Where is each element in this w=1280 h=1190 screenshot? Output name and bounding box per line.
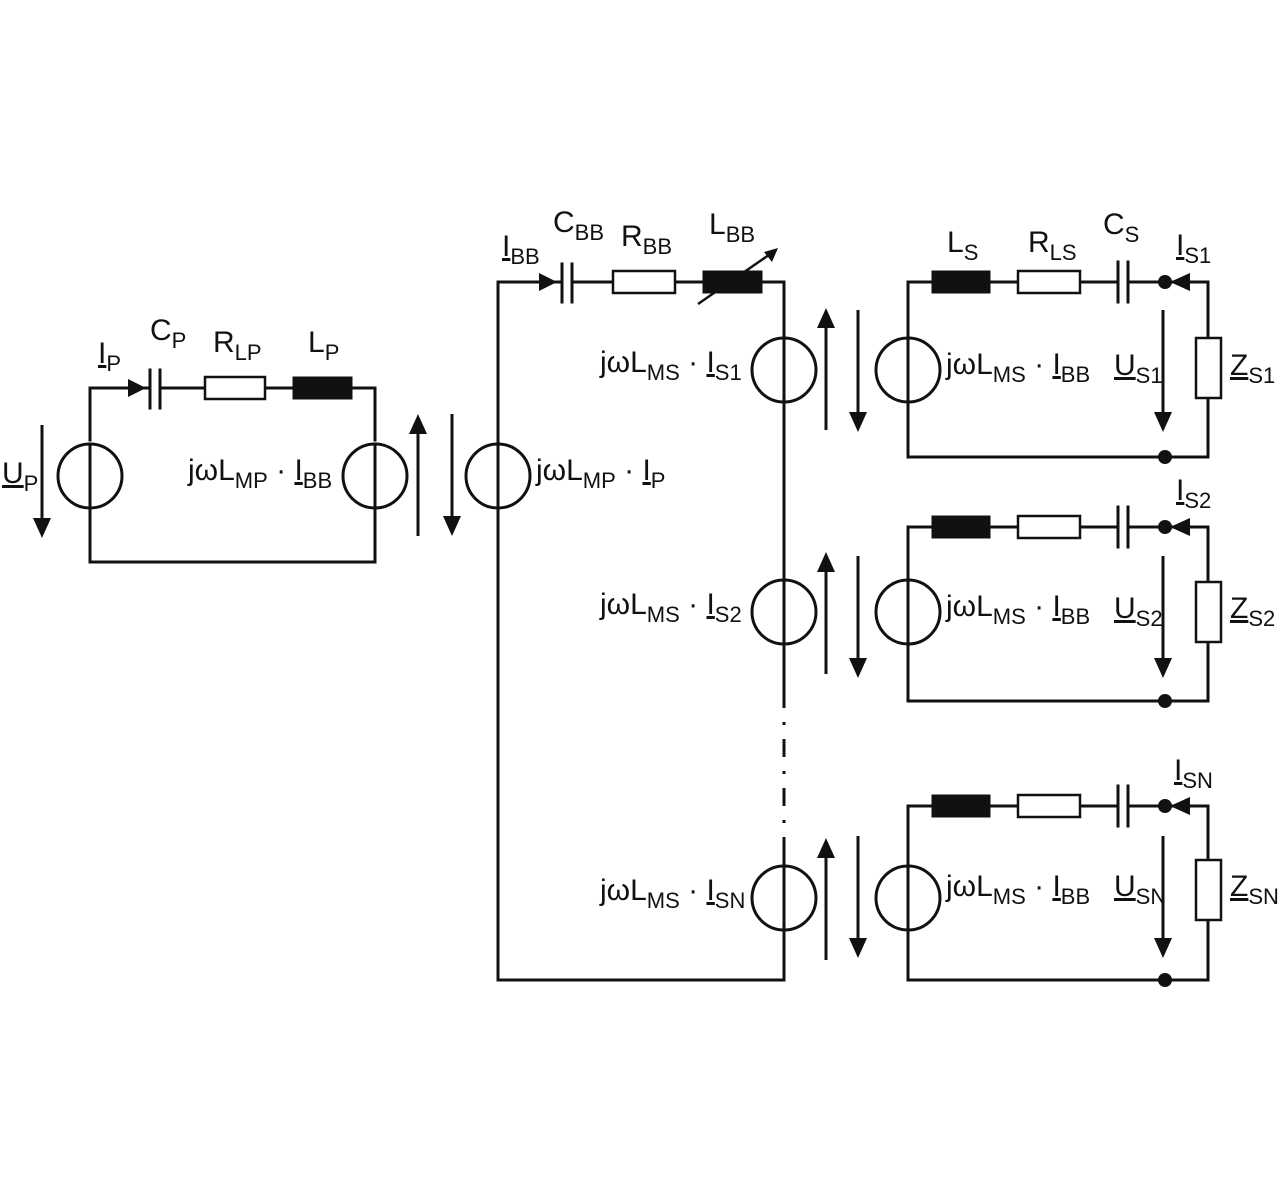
s2-coupling-down-arrow [849,556,867,678]
s1-coupled-source-label: jωLMS · IBB [945,348,1090,387]
sn-load [1194,858,1223,922]
s2-resistor [1016,514,1082,540]
sn-inductor [931,794,991,818]
primary-coupled-source-label: jωLMP · IBB [187,454,332,493]
busbar-coupled-source-sn-label: jωLMS · ISN [599,874,745,913]
busbar-coupled-source-s2-label: jωLMS · IS2 [599,588,742,627]
sn-coupled-source-label: jωLMS · IBB [945,870,1090,909]
primary-current-arrowhead [128,379,146,397]
sn-voltage-label: USN [1114,870,1166,909]
s1-load-label: ZS1 [1230,349,1275,388]
s1-voltage-arrow [1154,310,1172,432]
secondary-circuit-s2: IS2 jωLMS · IBB US2 ZS2 [849,474,1275,708]
busbar-coupling-up-arrow-s1 [817,308,835,430]
busbar-capacitor-label: CBB [553,206,604,245]
primary-capacitor-label: CP [150,314,186,353]
primary-capacitor [148,368,162,410]
s2-capacitor [1116,505,1130,549]
busbar-inductor-label: LBB [709,208,755,247]
busbar-coupled-source-primary [464,442,532,510]
busbar-coupling-down-arrow [443,414,461,536]
sn-load-label: ZSN [1230,870,1279,909]
busbar-coupled-source-s1 [750,336,818,404]
s1-load [1194,336,1223,400]
busbar-coupling-up-arrow-sn [817,838,835,960]
busbar-current-arrowhead [539,273,557,291]
sn-current-arrowhead [1170,797,1190,815]
s2-current-arrowhead [1170,518,1190,536]
primary-current-label: IP [98,337,121,376]
s1-inductor-label: LS [947,226,978,265]
s2-current-label: IS2 [1176,474,1211,513]
busbar-resistor [611,269,677,295]
s1-current-arrowhead [1170,273,1190,291]
busbar-variable-inductor [697,248,778,306]
sn-current-label: ISN [1174,754,1213,793]
primary-resistor-label: RLP [213,326,262,365]
primary-circuit: UP IP CP RLP LP jωLMP · IBB [2,314,427,564]
primary-inductor [292,376,353,400]
s2-load [1194,580,1223,644]
s1-resistor [1016,269,1082,295]
primary-voltage-label: UP [2,457,38,496]
secondary-circuit-s1: LS RLS CS IS1 jωLMS · IBB US1 ZS1 [849,208,1275,464]
s1-current-label: IS1 [1176,229,1211,268]
busbar-current-label: IBB [502,230,540,269]
sn-resistor [1016,793,1082,819]
s1-inductor [931,270,991,294]
s2-voltage-arrow [1154,556,1172,678]
sn-coupling-down-arrow [849,836,867,958]
s2-node-top [1158,520,1172,534]
primary-coupling-up-arrow [409,414,427,536]
s1-capacitor-label: CS [1103,208,1139,247]
busbar-coupled-source-primary-label: jωLMP · IP [535,454,665,493]
primary-coupled-source [341,442,409,510]
sn-node-bottom [1158,973,1172,987]
s1-coupling-down-arrow [849,310,867,432]
busbar-capacitor [560,262,574,304]
s2-voltage-label: US2 [1114,592,1163,631]
busbar-circuit: IBB CBB RBB LBB jωLMP · IP jωLMS · IS1 j… [443,206,835,982]
s1-voltage-label: US1 [1114,349,1163,388]
s1-capacitor [1116,260,1130,304]
s2-coupled-source [874,578,942,646]
s2-coupled-source-label: jωLMS · IBB [945,590,1090,629]
sn-capacitor [1116,784,1130,828]
busbar-resistor-label: RBB [621,220,672,259]
primary-voltage-source [56,442,124,510]
s2-node-bottom [1158,694,1172,708]
primary-resistor [203,375,267,401]
sn-voltage-arrow [1154,836,1172,958]
primary-inductor-label: LP [308,326,339,365]
sn-node-top [1158,799,1172,813]
sn-coupled-source [874,864,942,932]
busbar-coupled-source-sn [750,864,818,932]
secondary-circuit-sn: ISN jωLMS · IBB USN ZSN [849,754,1279,987]
busbar-coupled-source-s1-label: jωLMS · IS1 [599,346,742,385]
s2-inductor [931,515,991,539]
s2-load-label: ZS2 [1230,592,1275,631]
busbar-coupled-source-s2 [750,578,818,646]
s1-resistor-label: RLS [1028,226,1077,265]
s1-coupled-source [874,336,942,404]
s1-node-top [1158,275,1172,289]
busbar-coupling-up-arrow-s2 [817,552,835,674]
primary-voltage-arrow [33,425,51,538]
s1-node-bottom [1158,450,1172,464]
